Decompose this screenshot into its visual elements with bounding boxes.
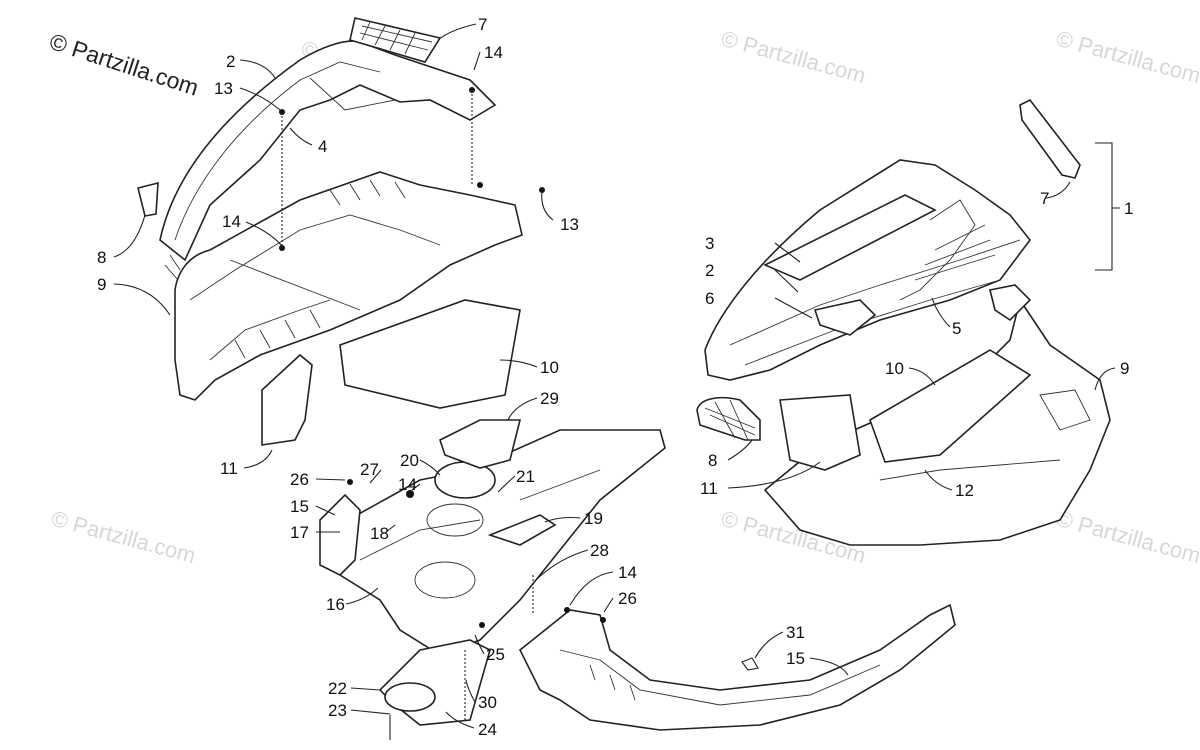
callout: 27 (360, 460, 379, 479)
callout: 24 (478, 720, 497, 739)
callout: 10 (540, 358, 559, 377)
watermark: © Partzilla.com (49, 506, 199, 569)
callout-labels: 2 13 4 7 14 13 14 8 9 10 29 11 20 21 26 … (97, 15, 1133, 739)
belly-pan (319, 419, 666, 726)
callout: 14 (618, 563, 637, 582)
watermark: © Partzilla.com (1054, 26, 1200, 89)
callout: 9 (1120, 359, 1129, 378)
callout: 16 (326, 595, 345, 614)
callout: 2 (226, 52, 235, 71)
callout: 21 (516, 467, 535, 486)
hood-lower-left (164, 171, 523, 401)
callout: 11 (220, 459, 238, 478)
watermark: © Partzilla.com (1054, 506, 1200, 569)
callout: 12 (955, 481, 974, 500)
callout: 7 (478, 15, 487, 34)
callout: 17 (290, 523, 309, 542)
callout: 19 (584, 509, 603, 528)
callout: 5 (952, 319, 961, 338)
callout: 7 (1040, 189, 1049, 208)
foam-pads-left (261, 299, 521, 446)
callout: 20 (400, 451, 419, 470)
callout: 2 (705, 261, 714, 280)
hardware-fasteners (279, 87, 759, 740)
group-bracket (1095, 142, 1120, 271)
callout: 28 (590, 541, 609, 560)
callout: 3 (705, 234, 714, 253)
callout: 30 (478, 693, 497, 712)
callout: 13 (214, 79, 233, 98)
hood-upper-left (137, 17, 497, 262)
watermark: © Partzilla.com (719, 26, 869, 89)
callout: 8 (708, 451, 717, 470)
callout: 18 (370, 524, 389, 543)
callout: 26 (290, 470, 309, 489)
callout: 14 (398, 475, 417, 494)
callout: 4 (318, 137, 327, 156)
callout: 9 (97, 275, 106, 294)
copyright-text: © Partzilla.com (46, 28, 201, 101)
callout: 11 (700, 479, 718, 498)
leader-lines (113, 23, 1116, 729)
callout: 1 (1124, 199, 1133, 218)
callout: 29 (540, 389, 559, 408)
callout: 26 (618, 589, 637, 608)
callout: 13 (560, 215, 579, 234)
hood-assembly-right (696, 98, 1111, 546)
callout: 25 (486, 645, 505, 664)
callout: 31 (786, 623, 805, 642)
belly-side-right (518, 603, 956, 731)
callout: 14 (222, 212, 241, 231)
callout: 14 (484, 43, 503, 62)
callout: 6 (705, 289, 714, 308)
callout: 22 (328, 679, 347, 698)
callout: 8 (97, 248, 106, 267)
callout: 15 (786, 649, 805, 668)
callout: 10 (885, 359, 904, 378)
callout: 23 (328, 701, 347, 720)
callout: 15 (290, 497, 309, 516)
